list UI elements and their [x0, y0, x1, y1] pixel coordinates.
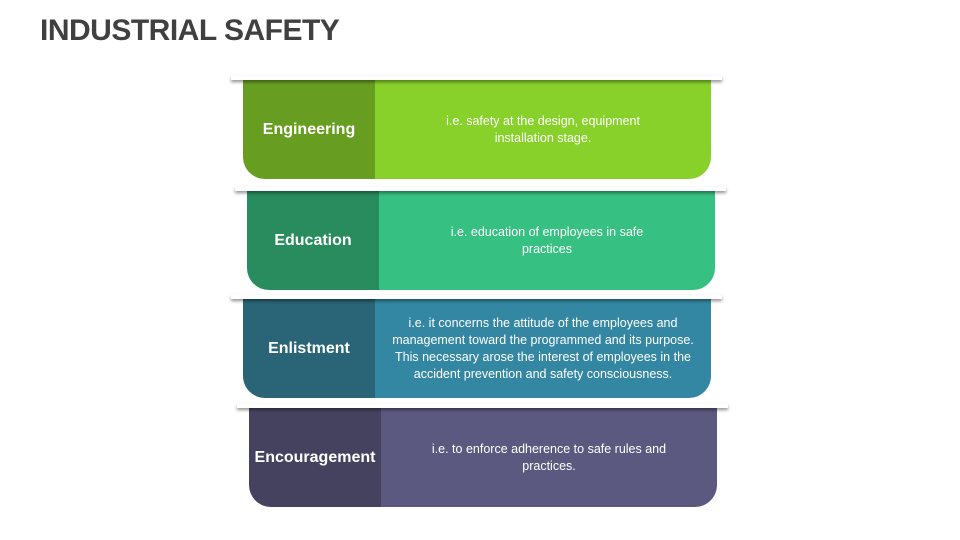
description-line: This necessary arose the interest of emp… — [395, 349, 691, 364]
row-description: i.e. education of employees in safe prac… — [379, 191, 715, 290]
row-label: Enlistment — [243, 299, 375, 398]
row-engineering: Engineering i.e. safety at the design, e… — [243, 80, 711, 179]
description-line: practices. — [522, 458, 576, 473]
shelf-divider — [237, 404, 728, 408]
row-encouragement: Encouragement i.e. to enforce adherence … — [249, 408, 717, 507]
row-label: Education — [247, 191, 379, 290]
description-line: i.e. to enforce adherence to safe rules … — [431, 441, 667, 456]
row-education: Education i.e. education of employees in… — [247, 191, 715, 290]
row-label: Encouragement — [249, 408, 381, 507]
shelf-divider — [235, 187, 726, 191]
description-line: practices — [521, 241, 572, 256]
description-line: installation stage. — [494, 130, 592, 145]
description-line: i.e. education of employees in safe — [450, 224, 644, 239]
row-enlistment: Enlistment i.e. it concerns the attitude… — [243, 299, 711, 398]
description-line: i.e. it concerns the attitude of the emp… — [408, 315, 678, 330]
row-description: i.e. it concerns the attitude of the emp… — [375, 299, 711, 398]
description-line: i.e. safety at the design, equipment — [446, 113, 640, 128]
row-description: i.e. safety at the design, equipment ins… — [375, 80, 711, 179]
shelf-divider — [231, 76, 722, 80]
shelf-divider — [231, 295, 722, 299]
description-line: accident prevention and safety conscious… — [413, 366, 673, 381]
page-title: INDUSTRIAL SAFETY — [40, 14, 340, 47]
row-description: i.e. to enforce adherence to safe rules … — [381, 408, 717, 507]
row-label: Engineering — [243, 80, 375, 179]
description-line: management toward the programmed and its… — [392, 332, 694, 347]
